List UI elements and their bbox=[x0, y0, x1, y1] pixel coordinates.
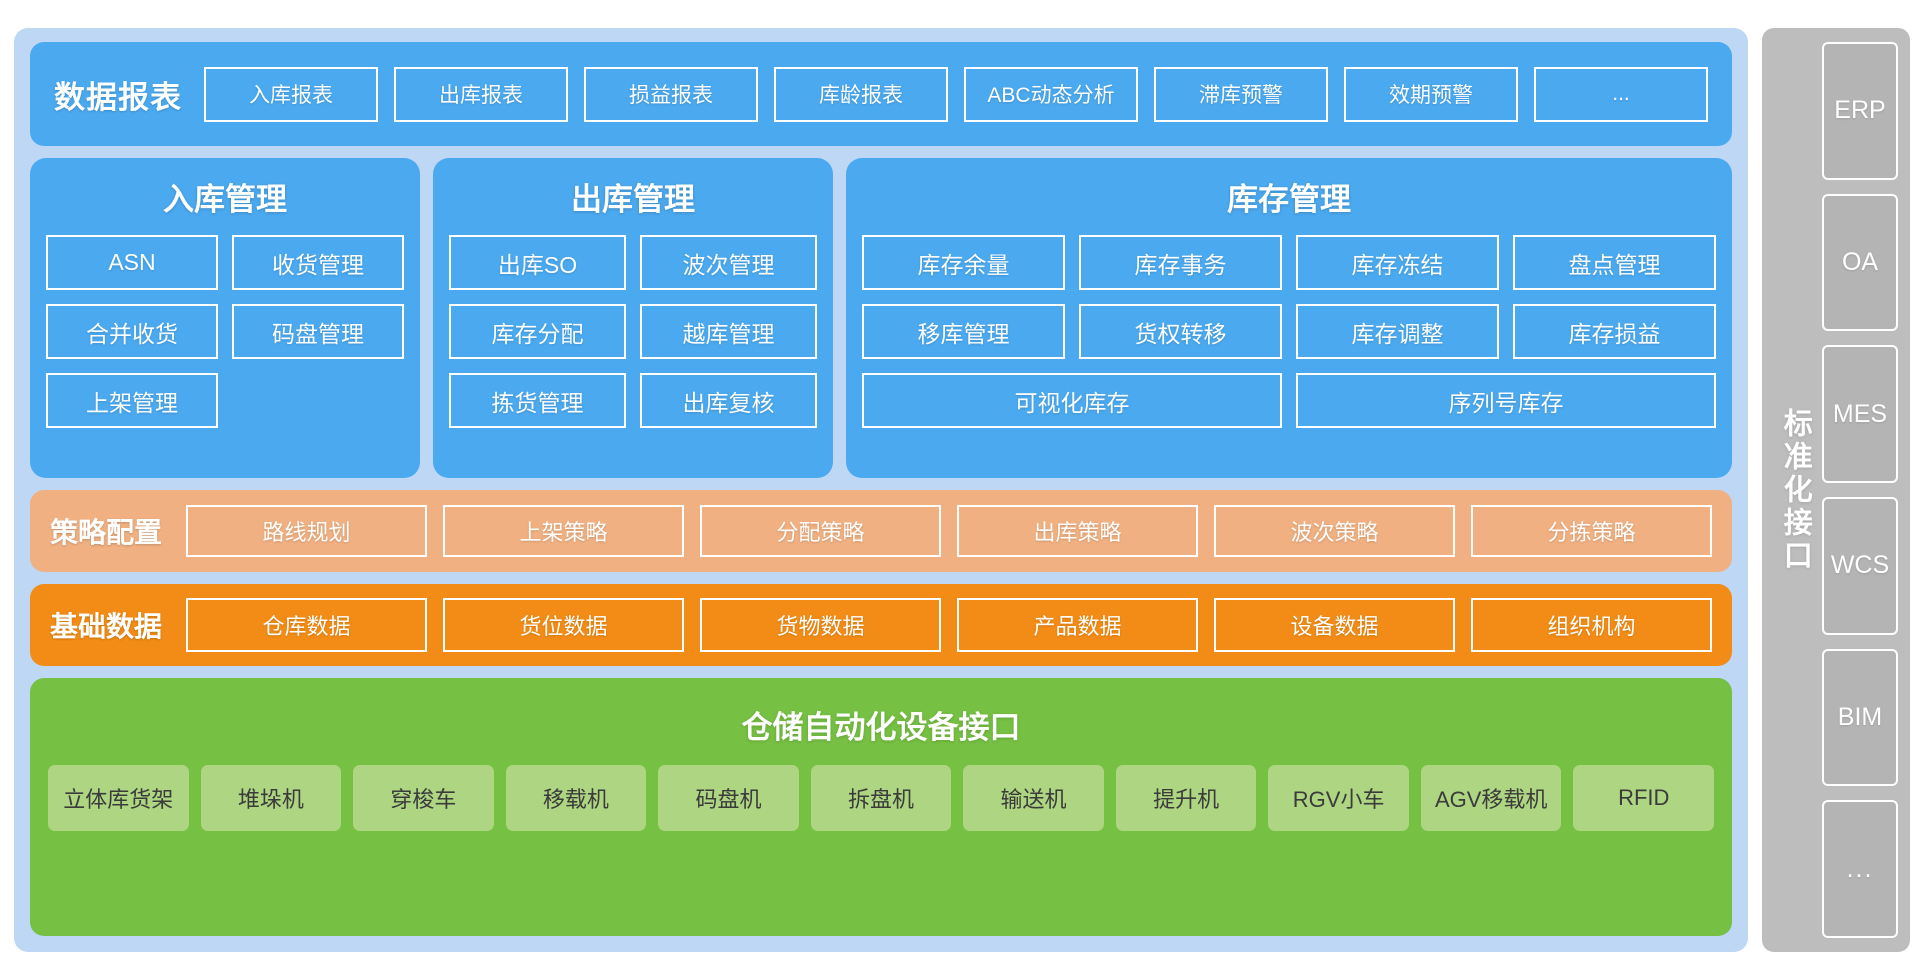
strategy-chip-sorting[interactable]: 分拣策略 bbox=[1471, 505, 1713, 557]
inventory-chip-freeze[interactable]: 库存冻结 bbox=[1296, 235, 1499, 290]
inventory-chip-transactions[interactable]: 库存事务 bbox=[1079, 235, 1282, 290]
report-chip-expiry-alert[interactable]: 效期预警 bbox=[1344, 66, 1518, 122]
inbound-chip-merge-receiving[interactable]: 合并收货 bbox=[46, 304, 218, 359]
inventory-chip-ownership[interactable]: 货权转移 bbox=[1079, 304, 1282, 359]
basedata-chip-product[interactable]: 产品数据 bbox=[957, 598, 1199, 652]
external-system-mes[interactable]: MES bbox=[1822, 345, 1898, 484]
report-chip-abc-analysis[interactable]: ABC动态分析 bbox=[964, 66, 1138, 122]
equipment-chip-agv[interactable]: AGV移载机 bbox=[1420, 765, 1562, 831]
inbound-chip-asn[interactable]: ASN bbox=[46, 235, 218, 290]
equipment-chip-depalletizer[interactable]: 拆盘机 bbox=[810, 765, 952, 831]
module-title-inbound: 入库管理 bbox=[163, 182, 287, 217]
equipment-chip-palletizer[interactable]: 码盘机 bbox=[658, 765, 799, 831]
data-reports-title: 数据报表 bbox=[54, 79, 182, 115]
inventory-chip-transfer[interactable]: 移库管理 bbox=[862, 304, 1065, 359]
module-title-outbound: 出库管理 bbox=[571, 182, 695, 217]
external-system-wcs[interactable]: WCS bbox=[1822, 497, 1898, 635]
inventory-chip-balance[interactable]: 库存余量 bbox=[862, 235, 1065, 290]
strategy-config-band: 策略配置 路线规划 上架策略 分配策略 出库策略 波次策略 分拣策略 bbox=[30, 490, 1732, 572]
equipment-chip-rfid[interactable]: RFID bbox=[1573, 765, 1715, 831]
basedata-chip-organization[interactable]: 组织机构 bbox=[1471, 598, 1713, 652]
outbound-chip-wave[interactable]: 波次管理 bbox=[640, 235, 817, 290]
equipment-chip-conveyor[interactable]: 输送机 bbox=[963, 765, 1104, 831]
standard-interface-label: 标准化接口 bbox=[1779, 407, 1812, 573]
strategy-config-title: 策略配置 bbox=[50, 517, 163, 548]
report-chip-slow-moving-alert[interactable]: 滞库预警 bbox=[1154, 66, 1328, 122]
basedata-chip-warehouse[interactable]: 仓库数据 bbox=[186, 598, 428, 652]
data-reports-chip-list: 入库报表 出库报表 损益报表 库龄报表 ABC动态分析 滞库预警 效期预警 ..… bbox=[204, 66, 1708, 122]
strategy-chip-list: 路线规划 上架策略 分配策略 出库策略 波次策略 分拣策略 bbox=[186, 505, 1713, 557]
outbound-chip-crossdock[interactable]: 越库管理 bbox=[640, 304, 817, 359]
module-card-outbound: 出库管理 出库SO 波次管理 库存分配 越库管理 拣货管理 出库复核 bbox=[433, 158, 833, 478]
module-grid-inbound: ASN 收货管理 合并收货 码盘管理 上架管理 bbox=[46, 235, 404, 428]
report-chip-more[interactable]: ... bbox=[1534, 66, 1708, 122]
equipment-interface-band: 仓储自动化设备接口 立体库货架 堆垛机 穿梭车 移载机 码盘机 拆盘机 输送机 … bbox=[30, 678, 1732, 936]
modules-row: 入库管理 ASN 收货管理 合并收货 码盘管理 上架管理 出库管理 出库SO 波… bbox=[30, 158, 1732, 478]
strategy-chip-putaway[interactable]: 上架策略 bbox=[443, 505, 685, 557]
external-system-bim[interactable]: BIM bbox=[1822, 648, 1898, 787]
equipment-chip-shuttle[interactable]: 穿梭车 bbox=[353, 765, 494, 831]
outbound-chip-so[interactable]: 出库SO bbox=[449, 235, 626, 290]
report-chip-outbound[interactable]: 出库报表 bbox=[394, 66, 568, 122]
outbound-chip-picking[interactable]: 拣货管理 bbox=[449, 373, 626, 428]
inventory-chip-adjustment[interactable]: 库存调整 bbox=[1296, 304, 1499, 359]
equipment-chip-rgv[interactable]: RGV小车 bbox=[1268, 765, 1409, 831]
basedata-chip-equipment[interactable]: 设备数据 bbox=[1214, 598, 1456, 652]
module-card-inbound: 入库管理 ASN 收货管理 合并收货 码盘管理 上架管理 bbox=[30, 158, 420, 478]
data-reports-band: 数据报表 入库报表 出库报表 损益报表 库龄报表 ABC动态分析 滞库预警 效期… bbox=[30, 42, 1732, 146]
inventory-chip-visual[interactable]: 可视化库存 bbox=[862, 373, 1282, 428]
wms-main-panel: 数据报表 入库报表 出库报表 损益报表 库龄报表 ABC动态分析 滞库预警 效期… bbox=[14, 28, 1748, 952]
external-system-list: ERP OA MES WCS BIM ... bbox=[1822, 42, 1898, 939]
module-grid-outbound: 出库SO 波次管理 库存分配 越库管理 拣货管理 出库复核 bbox=[449, 235, 817, 428]
standard-interface-sidebar: 标准化接口 ERP OA MES WCS BIM ... bbox=[1762, 28, 1910, 952]
module-title-inventory: 库存管理 bbox=[1227, 182, 1351, 217]
equipment-chip-list: 立体库货架 堆垛机 穿梭车 移载机 码盘机 拆盘机 输送机 提升机 RGV小车 … bbox=[48, 765, 1715, 831]
equipment-interface-title: 仓储自动化设备接口 bbox=[741, 710, 1021, 745]
inventory-chip-stocktaking[interactable]: 盘点管理 bbox=[1513, 235, 1716, 290]
equipment-chip-stacker[interactable]: 堆垛机 bbox=[200, 765, 342, 831]
report-chip-profit-loss[interactable]: 损益报表 bbox=[584, 66, 758, 122]
report-chip-inbound[interactable]: 入库报表 bbox=[204, 66, 378, 122]
strategy-chip-outbound[interactable]: 出库策略 bbox=[957, 505, 1199, 557]
strategy-chip-wave[interactable]: 波次策略 bbox=[1214, 505, 1456, 557]
external-system-oa[interactable]: OA bbox=[1822, 193, 1898, 332]
outbound-chip-review[interactable]: 出库复核 bbox=[640, 373, 817, 428]
base-data-band: 基础数据 仓库数据 货位数据 货物数据 产品数据 设备数据 组织机构 bbox=[30, 584, 1732, 666]
module-grid-inventory: 库存余量 库存事务 库存冻结 盘点管理 移库管理 货权转移 库存调整 库存损益 … bbox=[862, 235, 1716, 428]
report-chip-stock-age[interactable]: 库龄报表 bbox=[774, 66, 948, 122]
basedata-chip-goods[interactable]: 货物数据 bbox=[700, 598, 942, 652]
strategy-chip-allocation[interactable]: 分配策略 bbox=[700, 505, 942, 557]
equipment-chip-lifter[interactable]: 提升机 bbox=[1115, 765, 1257, 831]
inbound-chip-putaway[interactable]: 上架管理 bbox=[46, 373, 218, 428]
module-card-inventory: 库存管理 库存余量 库存事务 库存冻结 盘点管理 移库管理 货权转移 库存调整 … bbox=[846, 158, 1732, 478]
basedata-chip-location[interactable]: 货位数据 bbox=[443, 598, 685, 652]
base-data-chip-list: 仓库数据 货位数据 货物数据 产品数据 设备数据 组织机构 bbox=[186, 598, 1713, 652]
external-system-erp[interactable]: ERP bbox=[1822, 42, 1898, 180]
base-data-title: 基础数据 bbox=[50, 611, 163, 642]
external-system-more[interactable]: ... bbox=[1822, 800, 1898, 939]
inbound-chip-receiving[interactable]: 收货管理 bbox=[232, 235, 404, 290]
inventory-chip-serial-no[interactable]: 序列号库存 bbox=[1296, 373, 1716, 428]
equipment-chip-asrs-rack[interactable]: 立体库货架 bbox=[48, 765, 189, 831]
equipment-chip-transfer[interactable]: 移载机 bbox=[505, 765, 647, 831]
outbound-chip-allocation[interactable]: 库存分配 bbox=[449, 304, 626, 359]
strategy-chip-route-planning[interactable]: 路线规划 bbox=[186, 505, 428, 557]
inventory-chip-profit-loss[interactable]: 库存损益 bbox=[1513, 304, 1716, 359]
inbound-chip-palletizing[interactable]: 码盘管理 bbox=[232, 304, 404, 359]
